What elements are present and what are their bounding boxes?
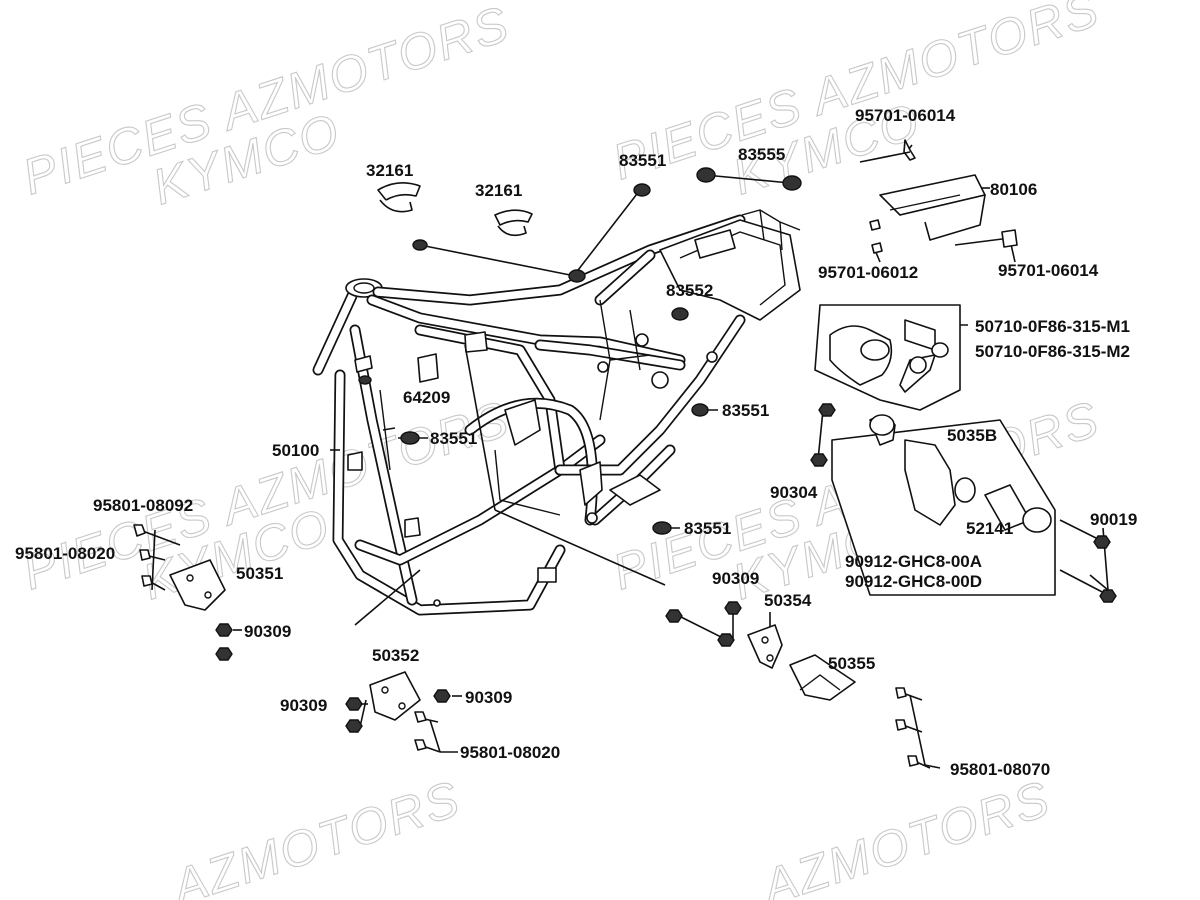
- part-label-83551: 83551: [684, 519, 731, 538]
- part-label-83555: 83555: [738, 145, 785, 164]
- part-label-50710-m1: 50710-0F86-315-M1: [975, 317, 1130, 336]
- part-label-50100: 50100: [272, 441, 319, 460]
- part-label-90912-a: 90912-GHC8-00A: [845, 552, 982, 571]
- watermark-text: AZMOTORS: [163, 770, 467, 900]
- part-labels: 32161 32161 83551 83555 95701-06014 8010…: [15, 106, 1137, 779]
- watermark-text: AZMOTORS: [753, 770, 1057, 900]
- part-label-5035b: 5035B: [947, 426, 997, 445]
- part-label-83551: 83551: [619, 151, 666, 170]
- part-label-90912-d: 90912-GHC8-00D: [845, 572, 982, 591]
- part-label-83552: 83552: [666, 281, 713, 300]
- part-label-64209: 64209: [403, 388, 450, 407]
- part-label-95701-06014: 95701-06014: [998, 261, 1099, 280]
- part-label-83551: 83551: [722, 401, 769, 420]
- part-label-50352: 50352: [372, 646, 419, 665]
- part-label-90309: 90309: [712, 569, 759, 588]
- part-label-95801-08092: 95801-08092: [93, 496, 193, 515]
- part-label-50710-m2: 50710-0F86-315-M2: [975, 342, 1130, 361]
- part-label-90309: 90309: [465, 688, 512, 707]
- part-label-90019: 90019: [1090, 510, 1137, 529]
- frame-drawing: [312, 209, 801, 616]
- part-label-95801-08070: 95801-08070: [950, 760, 1050, 779]
- part-label-50351: 50351: [236, 564, 283, 583]
- part-label-90304: 90304: [770, 483, 818, 502]
- part-label-95701-06014: 95701-06014: [855, 106, 956, 125]
- part-label-32161: 32161: [366, 161, 413, 180]
- part-label-52141: 52141: [966, 519, 1013, 538]
- part-label-90309: 90309: [280, 696, 327, 715]
- part-label-32161: 32161: [475, 181, 522, 200]
- components: [133, 139, 1117, 769]
- part-label-95701-06012: 95701-06012: [818, 263, 918, 282]
- part-label-83551: 83551: [430, 429, 477, 448]
- part-label-95801-08020: 95801-08020: [460, 743, 560, 762]
- part-label-95801-08020: 95801-08020: [15, 544, 115, 563]
- part-label-80106: 80106: [990, 180, 1037, 199]
- part-label-90309: 90309: [244, 622, 291, 641]
- part-label-50354: 50354: [764, 591, 812, 610]
- part-label-50355: 50355: [828, 654, 875, 673]
